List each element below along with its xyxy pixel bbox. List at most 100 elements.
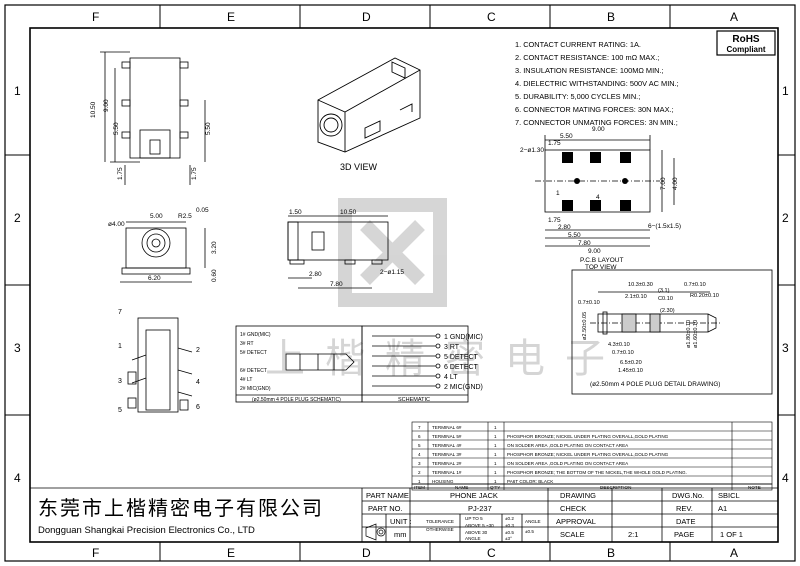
bom-qty: 1 (494, 479, 497, 484)
dim-label: 1.50 (289, 209, 302, 216)
dim-label: 1.75 (191, 167, 198, 180)
angle-value: ±0.5 (525, 529, 534, 534)
dim-label: 9.00 (592, 126, 605, 133)
pcb-pads (562, 152, 631, 211)
title-block-fields: PART NAME PHONE JACK PART NO. PJ-237 UNI… (366, 491, 743, 539)
schematic-label: 6# DETECT (240, 368, 267, 374)
zone-number: 2 (14, 211, 21, 225)
pad-number: 4 (596, 194, 600, 201)
watermark: 上楷精密电子 (265, 198, 605, 381)
schematic-label: 1# GND(MIC) (240, 332, 271, 338)
dim-label: ø2.50±0.05 (582, 312, 588, 340)
schematic-label: 1 GND(MIC) (444, 334, 483, 341)
bom-header-note: NOTE (748, 485, 761, 490)
zone-letter: D (362, 10, 371, 24)
note-line: 1. CONTACT CURRENT RATING: 1A. (515, 40, 641, 49)
bom-item: 5 (418, 443, 421, 448)
tolerance-value: ±0.5 (505, 530, 514, 535)
note-line: 7. CONNECTOR UNMATING FORCES: 3N MIN.; (515, 118, 678, 127)
zone-number: 2 (782, 211, 789, 225)
schematic-caption: (ø2.50mm 4 POLE PLUG SCHEMATIC) (252, 397, 341, 403)
dim-label: C0.10 (658, 296, 673, 302)
bom-name: TERMINAL 2# (432, 461, 462, 466)
page-label: PAGE (674, 530, 694, 539)
outer-border (4, 4, 796, 562)
schematic-labels: 1 GND(MIC) 3 RT 5 DETECT 6 DETECT 4 LT 2… (398, 334, 483, 403)
cross-section-callouts: 7 1 2 4 3 5 6 (118, 309, 200, 414)
zone-numbers-left: 1 2 3 4 (14, 84, 21, 485)
dim-label: 2.1±0.10 (625, 294, 647, 300)
dim-label: 2.80 (558, 224, 571, 231)
side-view (120, 221, 206, 283)
dim-label: ø1.80±0.10 (686, 320, 692, 348)
note-line: 4. DIELECTRIC WITHSTANDING: 500V AC MIN.… (515, 79, 679, 88)
dim-label: 4.3±0.10 (608, 342, 630, 348)
bom-qty: 1 (494, 434, 497, 439)
dim-label: 5.00 (150, 213, 163, 220)
dim-label: 10.50 (90, 101, 97, 118)
compliant-text: Compliant (726, 45, 765, 54)
dim-label: 0.05 (196, 207, 209, 214)
tolerance-block: TOLERANCE OTHERWISE UP TO 5 ±0.2 ABOVE 5… (426, 516, 541, 541)
bom-qty: 1 (494, 443, 497, 448)
dim-label: 4.00 (672, 177, 679, 190)
bom-name: TERMINAL 5# (432, 434, 462, 439)
dim-label: 2.80 (309, 271, 322, 278)
zone-numbers-right: 1 2 3 4 (782, 84, 789, 485)
dim-label: 9.00 (103, 99, 110, 112)
page-value: 1 OF 1 (720, 530, 743, 539)
dwg-no-label: DWG.No. (672, 491, 704, 500)
bom-header-name: NAME (455, 485, 468, 490)
svg-text:5: 5 (118, 407, 122, 414)
front-view (100, 51, 206, 185)
bom-header: ITEM NAME Q'TY DESCRIPTION NOTE (414, 485, 761, 490)
schematic-label: 2 MIC(GND) (444, 384, 483, 391)
svg-text:6: 6 (196, 404, 200, 411)
zone-letter: D (362, 546, 371, 560)
bom-item: 2 (418, 470, 421, 475)
3d-view-label: 3D VIEW (340, 162, 378, 172)
zone-letter: A (730, 10, 738, 24)
dim-label: 7.80 (578, 240, 591, 247)
svg-text:2: 2 (196, 347, 200, 354)
zone-letter: E (227, 546, 235, 560)
bottom-view-dims: 1.50 10.50 2.80 7.80 2−ø1.15 (289, 209, 404, 288)
plug-caption: (ø2.50mm 4 POLE PLUG DETAIL DRAWING) (590, 381, 720, 388)
side-view-dims: 5.00 ø4.00 R2.5 0.05 3.20 6.20 0.60 (108, 207, 218, 282)
bom-qty: 1 (494, 470, 497, 475)
bom-desc: PHOSPHOR BRONZE; NICKEL UNDER PLATING OV… (507, 452, 669, 457)
zone-number: 1 (14, 84, 21, 98)
bom-name: HOUSING (432, 479, 454, 484)
schematic-label: 4 LT (444, 374, 458, 381)
tolerance-range: ABOVE 30 (465, 530, 488, 535)
dim-label: 5.50 (113, 122, 120, 135)
plug-schematic (235, 325, 469, 403)
dim-label: 1.75 (117, 167, 124, 180)
svg-text:1: 1 (118, 343, 122, 350)
dim-label: ø4.00 (108, 221, 125, 228)
title-block (30, 487, 778, 542)
bom-desc: ON SOLDER AREA ,GOLD PLATING ON CONTACT … (507, 443, 629, 448)
projection-symbol (365, 523, 386, 541)
dim-label: ø1.60±0.10 (693, 320, 699, 348)
plug-dims: 10.3±0.30 0.7±0.10 R0.20±0.10 2.1±0.10 (… (578, 282, 719, 374)
bom-item: 6 (418, 434, 421, 439)
bom-item: 3 (418, 461, 421, 466)
dim-label: 6.5±0.20 (620, 360, 642, 366)
part-name-value: PHONE JACK (450, 491, 498, 500)
note-line: 3. INSULATION RESISTANCE: 100MΩ MIN.; (515, 66, 664, 75)
dim-label: 5.50 (560, 133, 573, 140)
note-line: 2. CONTACT RESISTANCE: 100 mΩ MAX.; (515, 53, 659, 62)
zone-number: 1 (782, 84, 789, 98)
tolerance-value: ±0.2 (505, 516, 514, 521)
bom-header-qty: Q'TY (490, 485, 500, 490)
zone-letter: F (92, 546, 99, 560)
bom-name: TERMINAL 6# (432, 425, 462, 430)
dim-label: 5.50 (568, 232, 581, 239)
bom-item: 1 (418, 479, 421, 484)
dwg-no-value: SBICL (718, 491, 740, 500)
drawing-label: DRAWING (560, 491, 596, 500)
scale-label: SCALE (560, 530, 585, 539)
